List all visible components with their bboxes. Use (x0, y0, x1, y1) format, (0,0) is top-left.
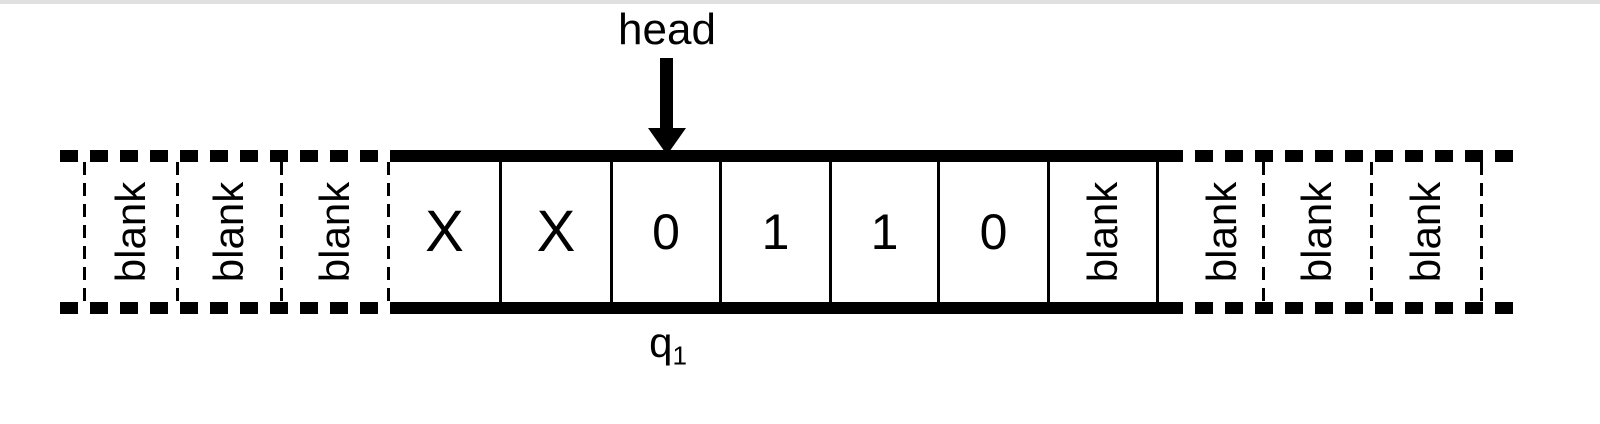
dashed-cell-divider (280, 162, 283, 302)
head-pointer-label: head (618, 5, 716, 54)
tape-cell-2: X (502, 162, 613, 302)
blank-cell-label: blank (311, 181, 358, 283)
tape-cell-blank-right-1: blank (1183, 162, 1262, 302)
blank-cell-label: blank (107, 181, 154, 283)
tape-cell-5: 1 (832, 162, 940, 302)
tape-main-overhang (1159, 162, 1183, 302)
tape-cell-blank-left-1: blank (86, 162, 176, 302)
tape-cell-7-blank: blank (1050, 162, 1159, 302)
tape-edge-sliver (1483, 162, 1523, 302)
tape-left-dashed-section: blank blank blank (60, 150, 390, 314)
cell-symbol: X (536, 199, 576, 264)
cell-symbol: X (425, 199, 464, 264)
tape-cell-4: 1 (722, 162, 832, 302)
cell-symbol: 1 (870, 204, 899, 260)
state-label-base: q (649, 319, 673, 366)
dashed-cell-divider (387, 162, 390, 302)
tape-cell-3-under-head: 0 (613, 162, 722, 302)
blank-cell-label: blank (1079, 181, 1126, 283)
tape-right-dashed-section: blank blank blank (1183, 150, 1523, 314)
blank-cell-label: blank (1198, 181, 1246, 283)
tape-edge-sliver (60, 162, 83, 302)
tape-right-bottom-border (1183, 302, 1523, 314)
dashed-cell-divider (1480, 162, 1483, 302)
blank-cell-label: blank (1402, 181, 1450, 283)
blank-cell-label: blank (205, 181, 253, 283)
tape-cell-6: 0 (940, 162, 1050, 302)
head-arrow-down-icon (660, 58, 673, 130)
tape-left-top-border (60, 150, 390, 162)
tape-left-bottom-border (60, 302, 390, 314)
cell-symbol: 0 (979, 204, 1008, 260)
dashed-cell-divider (176, 162, 179, 302)
state-label-subscript: 1 (672, 340, 687, 371)
tape-cell-blank-left-3: blank (283, 162, 387, 302)
tape-main-section: X X 0 1 1 0 blank (390, 150, 1183, 314)
blank-cell-label: blank (1293, 181, 1341, 283)
dashed-cell-divider (1370, 162, 1373, 302)
tape-cell-1: X (390, 162, 502, 302)
dashed-cell-divider (83, 162, 86, 302)
dashed-cell-divider (1262, 162, 1265, 302)
state-label: q1 (649, 319, 687, 371)
cell-symbol: 1 (761, 204, 790, 260)
tape-cell-blank-right-3: blank (1373, 162, 1480, 302)
window-top-strip (0, 0, 1600, 4)
tape-cell-blank-right-2: blank (1265, 162, 1370, 302)
tape-right-top-border (1183, 150, 1523, 162)
cell-symbol: 0 (652, 204, 680, 260)
tape-cell-blank-left-2: blank (179, 162, 280, 302)
